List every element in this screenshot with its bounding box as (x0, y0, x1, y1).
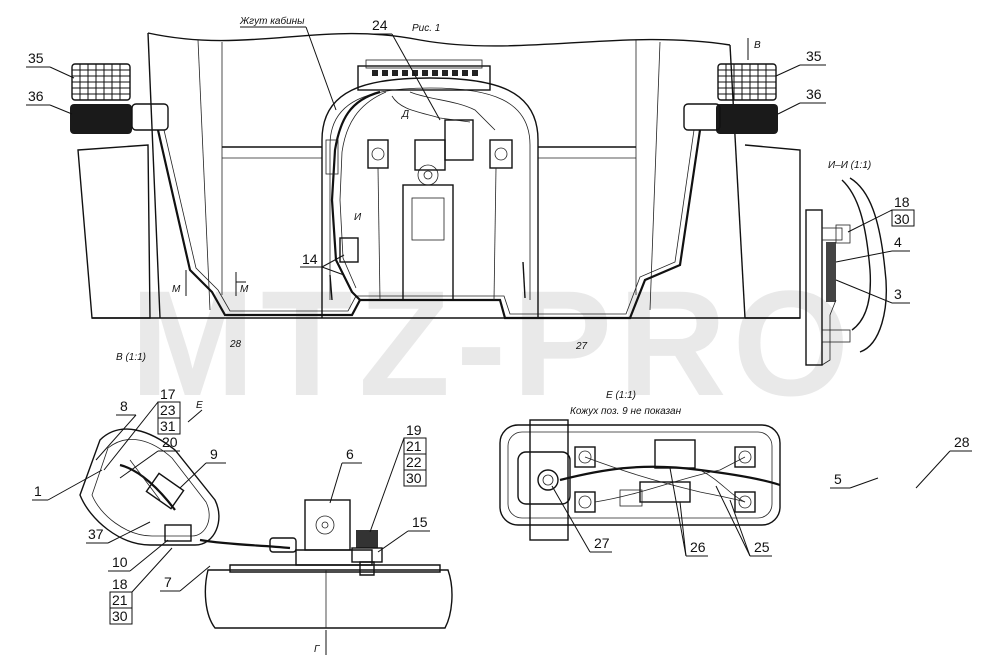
callout-1: 1 (34, 483, 42, 499)
callout-30-section: 30 (894, 211, 910, 227)
dim-left: 28 (229, 339, 242, 350)
callout-24: 24 (372, 17, 388, 33)
callout-30-view-b: 30 (112, 608, 128, 624)
callout-19: 19 (406, 422, 422, 438)
callout-8: 8 (120, 398, 128, 414)
callout-4: 4 (894, 234, 902, 250)
callout-10: 10 (112, 554, 128, 570)
callout-17: 17 (160, 386, 176, 402)
callout-22: 22 (406, 454, 422, 470)
callout-18-section: 18 (894, 194, 910, 210)
label-d: Д (401, 109, 409, 120)
callout-31: 31 (160, 418, 176, 434)
callout-26: 26 (690, 539, 706, 555)
view-b-arrow-label: В (754, 40, 761, 51)
harness-caption: Жгут кабины (239, 15, 305, 27)
callout-20: 20 (162, 434, 178, 450)
callout-9: 9 (210, 446, 218, 462)
callout-6: 6 (346, 446, 354, 462)
indicator-light-right (716, 104, 778, 134)
section-ii (805, 177, 887, 366)
callouts: 35 36 24 35 36 18 30 4 3 14 8 17 23 31 2… (26, 17, 972, 625)
view-e-caption: Е (1:1) (606, 390, 636, 401)
view-e (499, 419, 781, 541)
section-m-right: М (240, 284, 249, 295)
callout-36-right: 36 (806, 86, 822, 102)
watermark: MTZ-PRO (130, 259, 855, 427)
callout-35-right: 35 (806, 48, 822, 64)
callout-5: 5 (834, 471, 842, 487)
callout-21-view-b: 21 (112, 592, 128, 608)
callout-3: 3 (894, 286, 902, 302)
arrow-e-label: Е (196, 400, 203, 411)
callout-30-view-b2: 30 (406, 470, 422, 486)
callout-25: 25 (754, 539, 770, 555)
callout-27: 27 (594, 535, 610, 551)
callout-15: 15 (412, 514, 428, 530)
view-b-caption: В (1:1) (116, 352, 146, 363)
callout-28: 28 (954, 434, 970, 450)
view-b (79, 409, 453, 655)
callout-23: 23 (160, 402, 176, 418)
indicator-light-left (70, 104, 132, 134)
main-view (70, 32, 801, 320)
callout-18-view-b: 18 (112, 576, 128, 592)
callout-14: 14 (302, 251, 318, 267)
callout-21-view-b2: 21 (406, 438, 422, 454)
dim-right: 27 (575, 341, 588, 352)
section-m-left: М (172, 284, 181, 295)
callout-7: 7 (164, 574, 172, 590)
arrow-g-label: Г (314, 644, 321, 655)
callout-37: 37 (88, 526, 104, 542)
label-i: И (354, 212, 362, 223)
view-e-note: Кожух поз. 9 не показан (570, 406, 682, 417)
section-ii-caption: И–И (1:1) (828, 160, 871, 171)
callout-35-left: 35 (28, 50, 44, 66)
figure-caption: Рис. 1 (412, 23, 440, 34)
callout-36-left: 36 (28, 88, 44, 104)
